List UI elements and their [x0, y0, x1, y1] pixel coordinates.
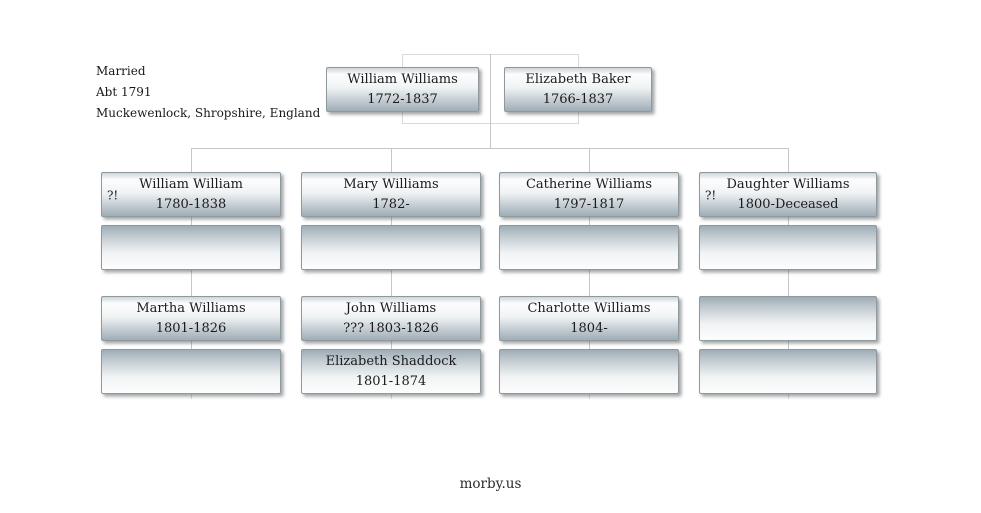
person-name: Mary Williams — [343, 176, 439, 192]
person-dates: 1801-1826 — [155, 320, 227, 336]
connector-line — [391, 394, 392, 399]
connector-line — [788, 394, 789, 399]
person-name: William Williams — [347, 71, 458, 87]
person-name: Charlotte Williams — [527, 300, 651, 316]
connector-line — [490, 54, 491, 148]
connector-line — [191, 217, 192, 226]
connector-line — [391, 341, 392, 350]
connector-line — [788, 148, 789, 173]
person-box-mary-williams[interactable]: Mary Williams 1782- — [301, 172, 481, 217]
spouse-placeholder-box — [699, 349, 877, 394]
person-name: Elizabeth Shaddock — [325, 353, 457, 369]
person-name: John Williams — [345, 300, 437, 316]
connector-line — [788, 217, 789, 226]
person-dates: 1766-1837 — [542, 91, 614, 107]
connector-line — [589, 270, 590, 297]
connector-line — [191, 394, 192, 399]
spouse-placeholder-box — [699, 225, 877, 270]
marriage-place: Muckewenlock, Shropshire, England — [96, 106, 321, 120]
marriage-note: Married Abt 1791 Muckewenlock, Shropshir… — [96, 61, 320, 124]
person-box-catherine-williams[interactable]: Catherine Williams 1797-1817 — [499, 172, 679, 217]
connector-line — [391, 148, 392, 173]
connector-line — [191, 148, 789, 149]
connector-line — [191, 148, 192, 173]
spouse-placeholder-box — [499, 225, 679, 270]
person-name: William William — [139, 176, 243, 192]
alert-flag: ?! — [107, 187, 119, 202]
person-box-william-williams[interactable]: William Williams 1772-1837 — [326, 67, 479, 112]
person-name: Martha Williams — [136, 300, 246, 316]
connector-line — [589, 394, 590, 399]
connector-line — [589, 148, 590, 173]
marriage-date: Abt 1791 — [96, 85, 152, 99]
connector-line — [589, 341, 590, 350]
person-box-martha-williams[interactable]: Martha Williams 1801-1826 — [101, 296, 281, 341]
person-dates: 1801-1874 — [355, 373, 427, 389]
alert-flag: ?! — [705, 187, 717, 202]
connector-line — [191, 341, 192, 350]
person-box-elizabeth-shaddock[interactable]: Elizabeth Shaddock 1801-1874 — [301, 349, 481, 394]
person-box-charlotte-williams[interactable]: Charlotte Williams 1804- — [499, 296, 679, 341]
person-dates: 1780-1838 — [155, 196, 227, 212]
person-dates: 1797-1817 — [553, 196, 625, 212]
connector-line — [788, 270, 789, 297]
person-placeholder-box — [699, 296, 877, 341]
person-dates: 1804- — [570, 320, 608, 336]
person-box-daughter-williams[interactable]: ?! Daughter Williams 1800-Deceased — [699, 172, 877, 217]
connector-line — [788, 341, 789, 350]
spouse-placeholder-box — [499, 349, 679, 394]
connector-line — [191, 270, 192, 297]
person-name: Daughter Williams — [726, 176, 850, 192]
site-link[interactable]: morby.us — [459, 476, 522, 492]
spouse-placeholder-box — [101, 225, 281, 270]
person-dates: 1782- — [372, 196, 410, 212]
person-name: Catherine Williams — [525, 176, 653, 192]
person-dates: 1772-1837 — [367, 91, 438, 107]
connector-line — [391, 270, 392, 297]
person-dates: ??? 1803-1826 — [343, 320, 439, 336]
person-box-william-william[interactable]: ?! William William 1780-1838 — [101, 172, 281, 217]
spouse-placeholder-box — [101, 349, 281, 394]
marriage-status: Married — [96, 64, 146, 78]
connector-line — [589, 217, 590, 226]
spouse-placeholder-box — [301, 225, 481, 270]
person-name: Elizabeth Baker — [525, 71, 631, 87]
person-box-john-williams[interactable]: John Williams ??? 1803-1826 — [301, 296, 481, 341]
connector-line — [391, 217, 392, 226]
person-dates: 1800-Deceased — [737, 196, 839, 212]
person-box-elizabeth-baker[interactable]: Elizabeth Baker 1766-1837 — [504, 67, 652, 112]
